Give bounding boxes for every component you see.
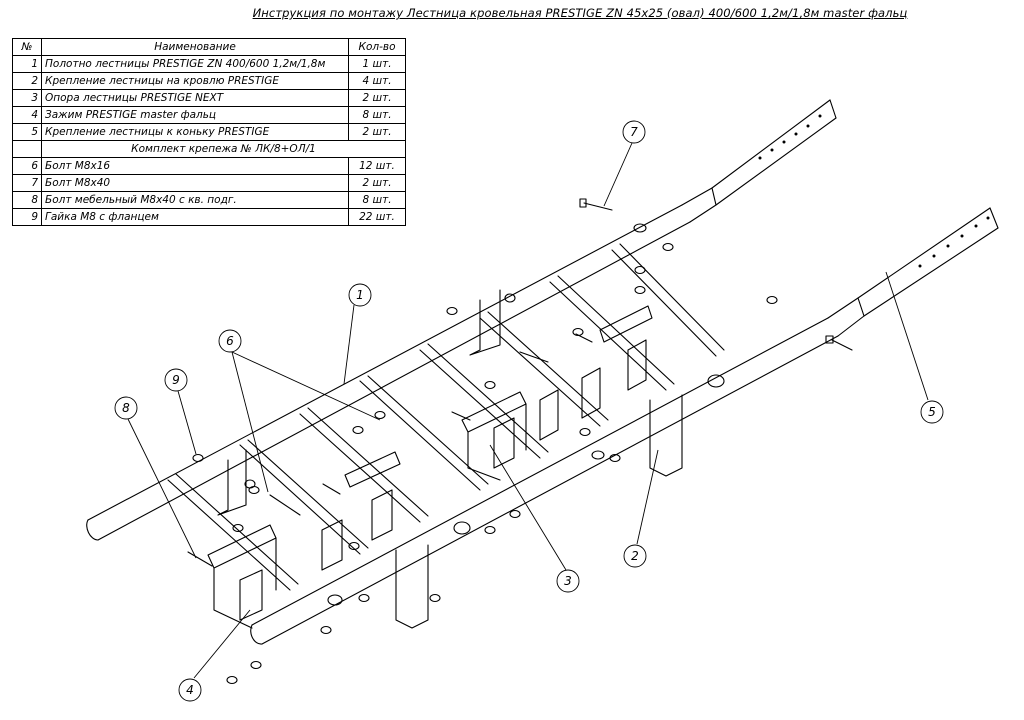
callout-label-3: 3 [564,574,572,588]
ladder-rail-right [250,207,999,645]
row-qty: 2 шт. [348,89,406,107]
group-label: Комплект крепежа № ЛК/8+ОЛ/1 [41,140,406,158]
header-qty: Кол-во [348,38,406,56]
row-name: Полотно лестницы PRESTIGE ZN 400/600 1,2… [41,55,349,73]
table-row: 4 Зажим PRESTIGE master фальц 8 шт. [12,106,406,124]
row-qty: 22 шт. [348,208,406,226]
rail-holes [244,223,725,606]
callout-label-6: 6 [226,334,234,348]
strap-holes [758,114,990,268]
callout-4: 4 [178,609,251,702]
callouts: 1 2 3 4 5 6 7 [114,120,944,702]
table-row: 7 Болт М8х40 2 шт. [12,174,406,192]
table-header-row: № Наименование Кол-во [12,38,406,56]
row-name: Гайка М8 с фланцем [41,208,349,226]
callout-3: 3 [489,444,580,593]
callout-label-2: 2 [631,549,639,563]
bolts [187,198,853,567]
callout-label-9: 9 [172,373,180,387]
callout-8: 8 [114,396,197,559]
row-name: Болт М8х16 [41,157,349,175]
callout-label-8: 8 [122,401,130,415]
row-name: Зажим PRESTIGE master фальц [41,106,349,124]
ladder-rail-left [86,99,837,541]
table-group-row: Комплект крепежа № ЛК/8+ОЛ/1 [12,140,406,158]
callout-label-4: 4 [186,683,194,697]
roof-mount-brackets [217,289,683,629]
callout-label-5: 5 [928,405,936,419]
table-row: 2 Крепление лестницы на кровлю PRESTIGE … [12,72,406,90]
row-qty: 4 шт. [348,72,406,90]
row-name: Крепление лестницы к коньку PRESTIGE [41,123,349,141]
callout-1: 1 [343,283,372,385]
callout-label-1: 1 [356,288,364,302]
callout-label-7: 7 [630,125,638,139]
table-row: 9 Гайка М8 с фланцем 22 шт. [12,208,406,226]
callout-9: 9 [164,368,197,455]
table-row: 3 Опора лестницы PRESTIGE NEXT 2 шт. [12,89,406,107]
callout-2: 2 [623,449,659,568]
roof-supports [207,305,653,629]
row-name: Крепление лестницы на кровлю PRESTIGE [41,72,349,90]
callout-5: 5 [885,271,944,424]
table-row: 1 Полотно лестницы PRESTIGE ZN 400/600 1… [12,55,406,73]
table-row: 6 Болт М8х16 12 шт. [12,157,406,175]
specification-table: № Наименование Кол-во 1 Полотно лестницы… [12,38,406,226]
row-name: Опора лестницы PRESTIGE NEXT [41,89,349,107]
row-qty: 12 шт. [348,157,406,175]
callout-7: 7 [603,120,646,207]
drawing-title: Инструкция по монтажу Лестница кровельна… [252,6,908,20]
ladder-rungs [167,243,725,591]
callout-6: 6 [218,329,381,493]
table-row: 5 Крепление лестницы к коньку PRESTIGE 2… [12,123,406,141]
row-name: Болт мебельный М8х40 с кв. подг. [41,191,349,209]
nuts [192,242,778,685]
